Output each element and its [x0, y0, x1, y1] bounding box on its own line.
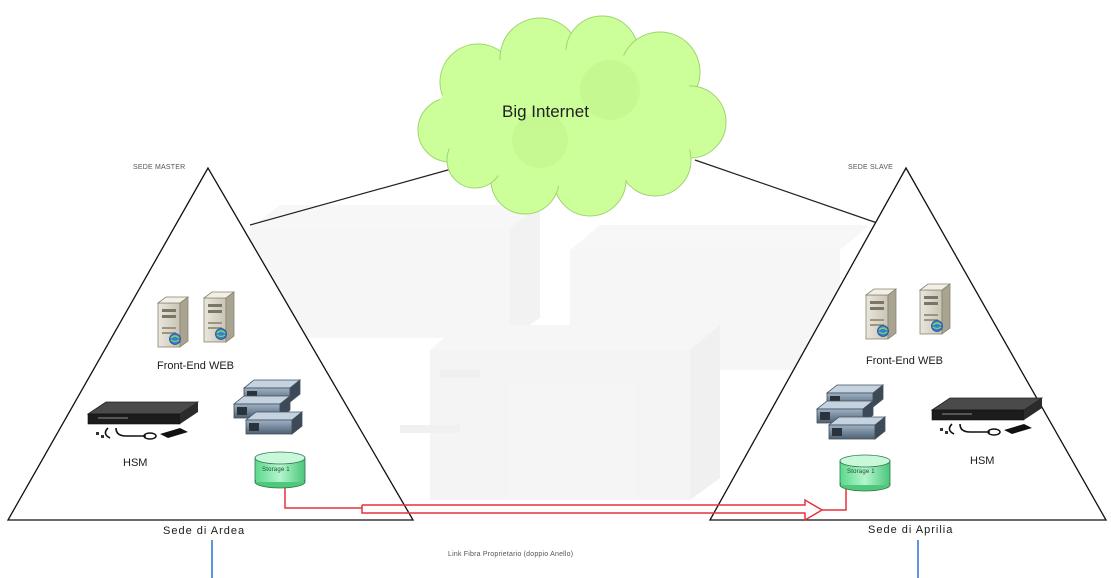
master-hsm-label: HSM	[123, 457, 148, 469]
master-web-label: Front-End WEB	[157, 360, 235, 372]
slave-web-label: Front-End WEB	[866, 355, 944, 367]
master-web-server-1-icon	[157, 296, 189, 348]
master-web-server-2-icon	[203, 291, 235, 343]
background-watermark	[250, 205, 870, 500]
master-site-triangle	[6, 166, 415, 521]
slave-web-server-2-icon	[919, 283, 951, 335]
master-site-label: Sede di Ardea	[163, 525, 246, 537]
slave-corner-label: SEDE SLAVE	[848, 164, 894, 171]
slave-web-server-1-icon	[865, 288, 897, 340]
internet-cloud	[417, 15, 727, 217]
master-storage-label: Storage 1	[262, 467, 290, 473]
master-corner-label: SEDE MASTER	[133, 164, 186, 171]
master-internet-line	[249, 167, 456, 226]
cloud-label: Big Internet	[502, 102, 589, 121]
fiber-link-arrow	[284, 488, 847, 522]
fiber-link-label: Link Fibra Proprietario (doppio Anello)	[448, 551, 574, 558]
slave-storage-label: Storage 1	[847, 469, 875, 475]
slave-site-triangle	[708, 166, 1108, 521]
slave-site-label: Sede di Aprilia	[868, 524, 954, 536]
slave-hsm-label: HSM	[970, 455, 995, 467]
slave-internet-line	[694, 159, 884, 226]
